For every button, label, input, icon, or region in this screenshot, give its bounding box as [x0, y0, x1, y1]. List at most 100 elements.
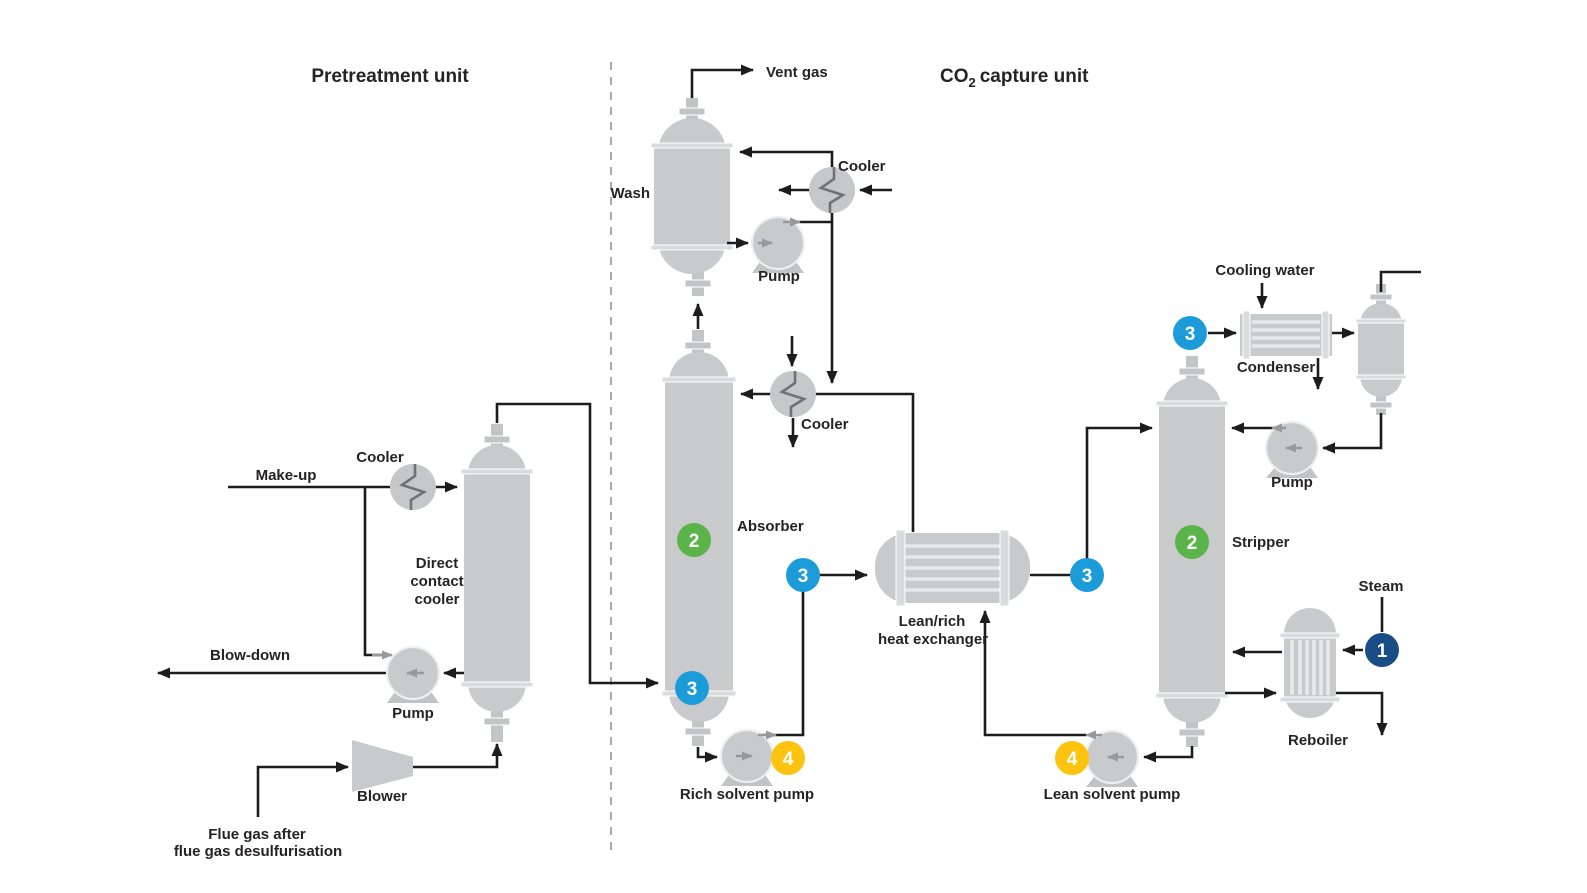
lean-rich-heat-exchanger	[875, 529, 1030, 607]
reflux-pump-label: Pump	[1271, 474, 1313, 491]
badge-circle	[675, 671, 709, 705]
flue-gas-label-line1: Flue gas after	[208, 826, 306, 843]
wash-bottom-flange-band	[650, 244, 734, 251]
wash-cooler-zigzag	[818, 167, 847, 213]
badge-absorber-2: 2	[677, 523, 711, 557]
absorber-label: Absorber	[737, 518, 804, 535]
badge-number: 3	[687, 679, 698, 700]
vent-gas-label: Vent gas	[766, 64, 828, 81]
blower-symbol	[352, 740, 413, 792]
badge-hx-outlet-3: 3	[1070, 558, 1104, 592]
dcc-top-flange-band	[460, 468, 534, 475]
hx-left-tubesheet	[895, 529, 906, 607]
pipe-separator-to-reflux-pump	[1322, 413, 1383, 454]
wash-top-flange-band	[650, 142, 734, 149]
separator-body	[1358, 322, 1404, 378]
blow-down-label: Blow-down	[210, 647, 290, 664]
separator-top-nozzle-flange	[1369, 293, 1393, 301]
wash-top-nozzle-flange	[678, 107, 706, 116]
hx-tubes	[905, 544, 1000, 592]
reflux-separator-drum	[1355, 284, 1407, 415]
absorber-top-flange-band	[661, 376, 737, 383]
pipe-cooler-to-wash	[739, 146, 834, 168]
wash-pump	[750, 215, 806, 273]
blower-label: Blower	[357, 788, 407, 805]
badge-stripper-top-3: 3	[1173, 316, 1207, 350]
wash-column	[650, 98, 734, 296]
pipe-flue-gas-to-blower	[256, 761, 349, 817]
dcc-label-line3: cooler	[414, 591, 459, 608]
condenser-left-tubesheet	[1242, 310, 1251, 360]
pipe-absorber-to-rich-pump	[696, 747, 718, 763]
badge-circle	[771, 741, 805, 775]
badge-circle	[1173, 316, 1207, 350]
lean-solvent-pump-label: Lean solvent pump	[1044, 786, 1181, 803]
badge-circle	[1175, 525, 1209, 559]
stripper-bottom-flange-band	[1155, 692, 1229, 699]
pretreat-cooler-label: Cooler	[356, 449, 404, 466]
badge-number: 3	[1185, 324, 1196, 345]
pipe-stripper-to-lean-pump	[1143, 746, 1194, 763]
wash-column-body	[654, 146, 730, 246]
stripper-top-nozzle-flange	[1178, 367, 1206, 376]
dcc-bottom-nozzle-flange	[483, 717, 511, 726]
absorber-cooler	[770, 371, 816, 417]
pretreat-pump	[385, 645, 441, 703]
badge-number: 4	[783, 749, 794, 770]
badge-circle	[1365, 633, 1399, 667]
stripper-bottom-nozzle-flange	[1178, 728, 1206, 737]
badge-steam-1: 1	[1365, 633, 1399, 667]
pipe-reboiler-condensate	[1336, 691, 1388, 736]
make-up-label: Make-up	[256, 467, 317, 484]
wash-pump-casing	[750, 215, 806, 271]
badge-number: 2	[1187, 533, 1198, 554]
wash-bottom-nozzle-flange	[684, 279, 712, 288]
separator-bottom-nozzle-flange	[1369, 401, 1393, 409]
flue-gas-label-line2: flue gas desulfurisation	[174, 843, 342, 860]
badge-absorber-3: 3	[675, 671, 709, 705]
dcc-body	[464, 472, 530, 685]
steam-label: Steam	[1358, 578, 1403, 595]
pipe-lean-pump-to-hx	[979, 610, 1086, 737]
wash-pump-label: Pump	[758, 268, 800, 285]
hx-right-tubesheet	[999, 529, 1010, 607]
dcc-label-line2: contact	[410, 573, 463, 590]
wash-cooler-label: Cooler	[838, 158, 886, 175]
dcc-top-nozzle-flange	[483, 435, 511, 444]
pretreat-cooler-zigzag	[399, 464, 428, 510]
wash-label: Wash	[611, 185, 650, 202]
pipe-vent-gas	[690, 64, 754, 98]
numbered-badges: 2 3 3 3 2 3 1 4	[675, 316, 1399, 775]
badge-rich-pump-4: 4	[771, 741, 805, 775]
pipe-co2-product	[1379, 270, 1421, 292]
condenser-tubes	[1252, 320, 1320, 348]
hx-label-line1: Lean/rich	[899, 613, 966, 630]
badge-rich-solvent-3: 3	[786, 558, 820, 592]
wash-cooler-circle	[809, 167, 855, 213]
absorber-cooler-zigzag	[779, 371, 808, 417]
reboiler-tubes	[1290, 640, 1330, 695]
absorber-cooler-circle	[770, 371, 816, 417]
badge-number: 1	[1377, 641, 1388, 662]
pipe-rich-pump-to-hx	[752, 569, 868, 737]
dcc-label-line1: Direct	[416, 555, 459, 572]
separator-bottom-flange-band	[1355, 374, 1407, 380]
pretreat-cooler	[390, 464, 436, 510]
reboiler-bottom-tubesheet	[1279, 696, 1341, 703]
lean-solvent-pump	[1084, 729, 1140, 787]
badge-circle	[677, 523, 711, 557]
badge-circle	[786, 558, 820, 592]
badge-circle	[1070, 558, 1104, 592]
direct-contact-cooler-column	[460, 424, 534, 742]
pipe-blower-to-dcc	[413, 743, 503, 769]
separator-top-flange-band	[1355, 318, 1407, 324]
pretreat-pump-label: Pump	[392, 705, 434, 722]
reboiler-exchanger	[1279, 608, 1341, 718]
dcc-bottom-flange-band	[460, 681, 534, 688]
reflux-pump	[1264, 420, 1320, 478]
wash-cooler	[809, 167, 855, 213]
